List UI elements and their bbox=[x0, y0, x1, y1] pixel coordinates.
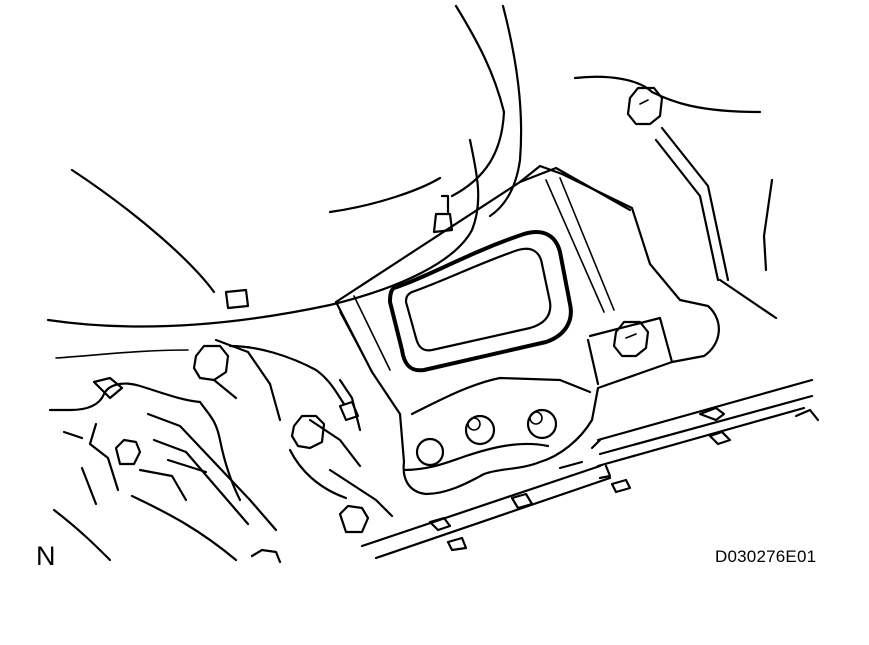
bolt-top-right bbox=[626, 86, 664, 126]
engine-mount-bracket bbox=[334, 164, 720, 496]
stud-top-left bbox=[432, 194, 454, 234]
lower-case bbox=[48, 338, 394, 562]
orientation-label: N bbox=[36, 541, 56, 571]
bracket-bolt-right bbox=[612, 320, 650, 358]
transmission-housing bbox=[46, 4, 523, 359]
figure-code-label: D030276E01 bbox=[715, 547, 817, 566]
case-bolts bbox=[114, 344, 370, 564]
frame-rails bbox=[360, 378, 820, 560]
stud-left bbox=[224, 288, 250, 310]
upper-right-housing bbox=[573, 75, 778, 320]
